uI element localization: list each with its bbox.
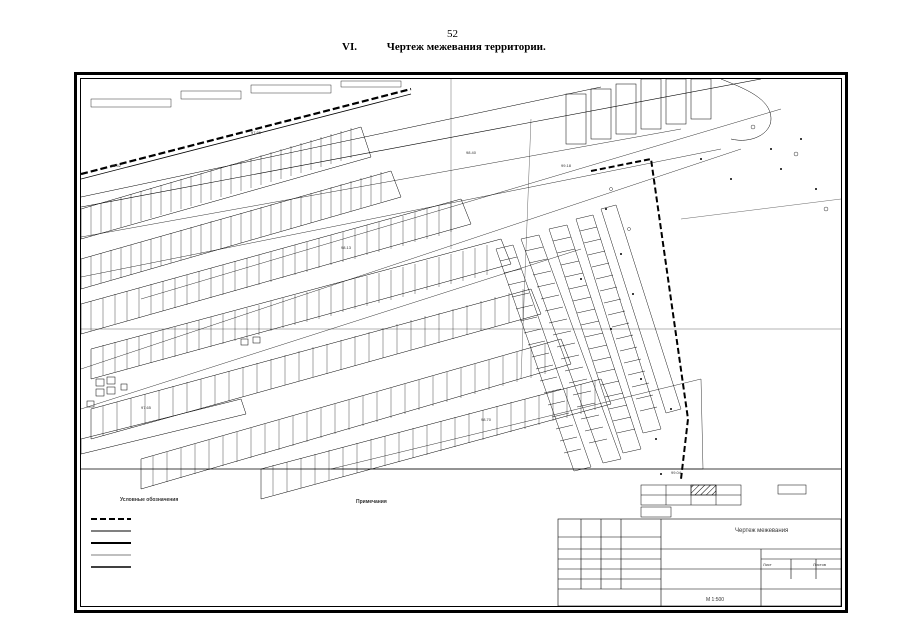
svg-text:98.70: 98.70 (481, 417, 492, 422)
svg-text:97.96: 97.96 (251, 130, 262, 135)
drawing-inner-frame (80, 78, 842, 607)
notes-title: Примечания (356, 499, 387, 505)
sheet-count-label: Листов (813, 562, 826, 567)
survey-drawing: 98.52 97.96 98.40 99.18 98.13 97.65 98.7… (81, 79, 841, 606)
map-area (81, 79, 841, 500)
svg-text:99.04: 99.04 (671, 470, 682, 475)
scale-label: М 1:500 (706, 597, 725, 603)
legend-title: Условные обозначения (120, 497, 179, 503)
svg-text:98.13: 98.13 (341, 245, 352, 250)
stamp-name: Чертеж межевания (735, 528, 789, 534)
boundary-line (590, 157, 690, 480)
section-number: VI. (342, 41, 357, 53)
svg-text:97.65: 97.65 (141, 405, 152, 410)
svg-text:99.18: 99.18 (561, 163, 572, 168)
title-block (557, 518, 841, 606)
map-labels: 98.52 97.96 98.40 99.18 98.13 97.65 98.7… (111, 130, 682, 475)
garage-cells (90, 128, 596, 495)
sheet-layout-index (640, 484, 807, 518)
page-number: 52 (447, 28, 458, 40)
legend-samples (91, 518, 131, 568)
section-heading: VI. Чертеж межевания территории. (342, 41, 546, 53)
svg-text:98.40: 98.40 (466, 150, 477, 155)
section-title: Чертеж межевания территории. (386, 41, 546, 53)
svg-text:98.52: 98.52 (111, 163, 122, 168)
sheet-label: Лист (763, 562, 772, 567)
drawing-frame (74, 72, 848, 613)
